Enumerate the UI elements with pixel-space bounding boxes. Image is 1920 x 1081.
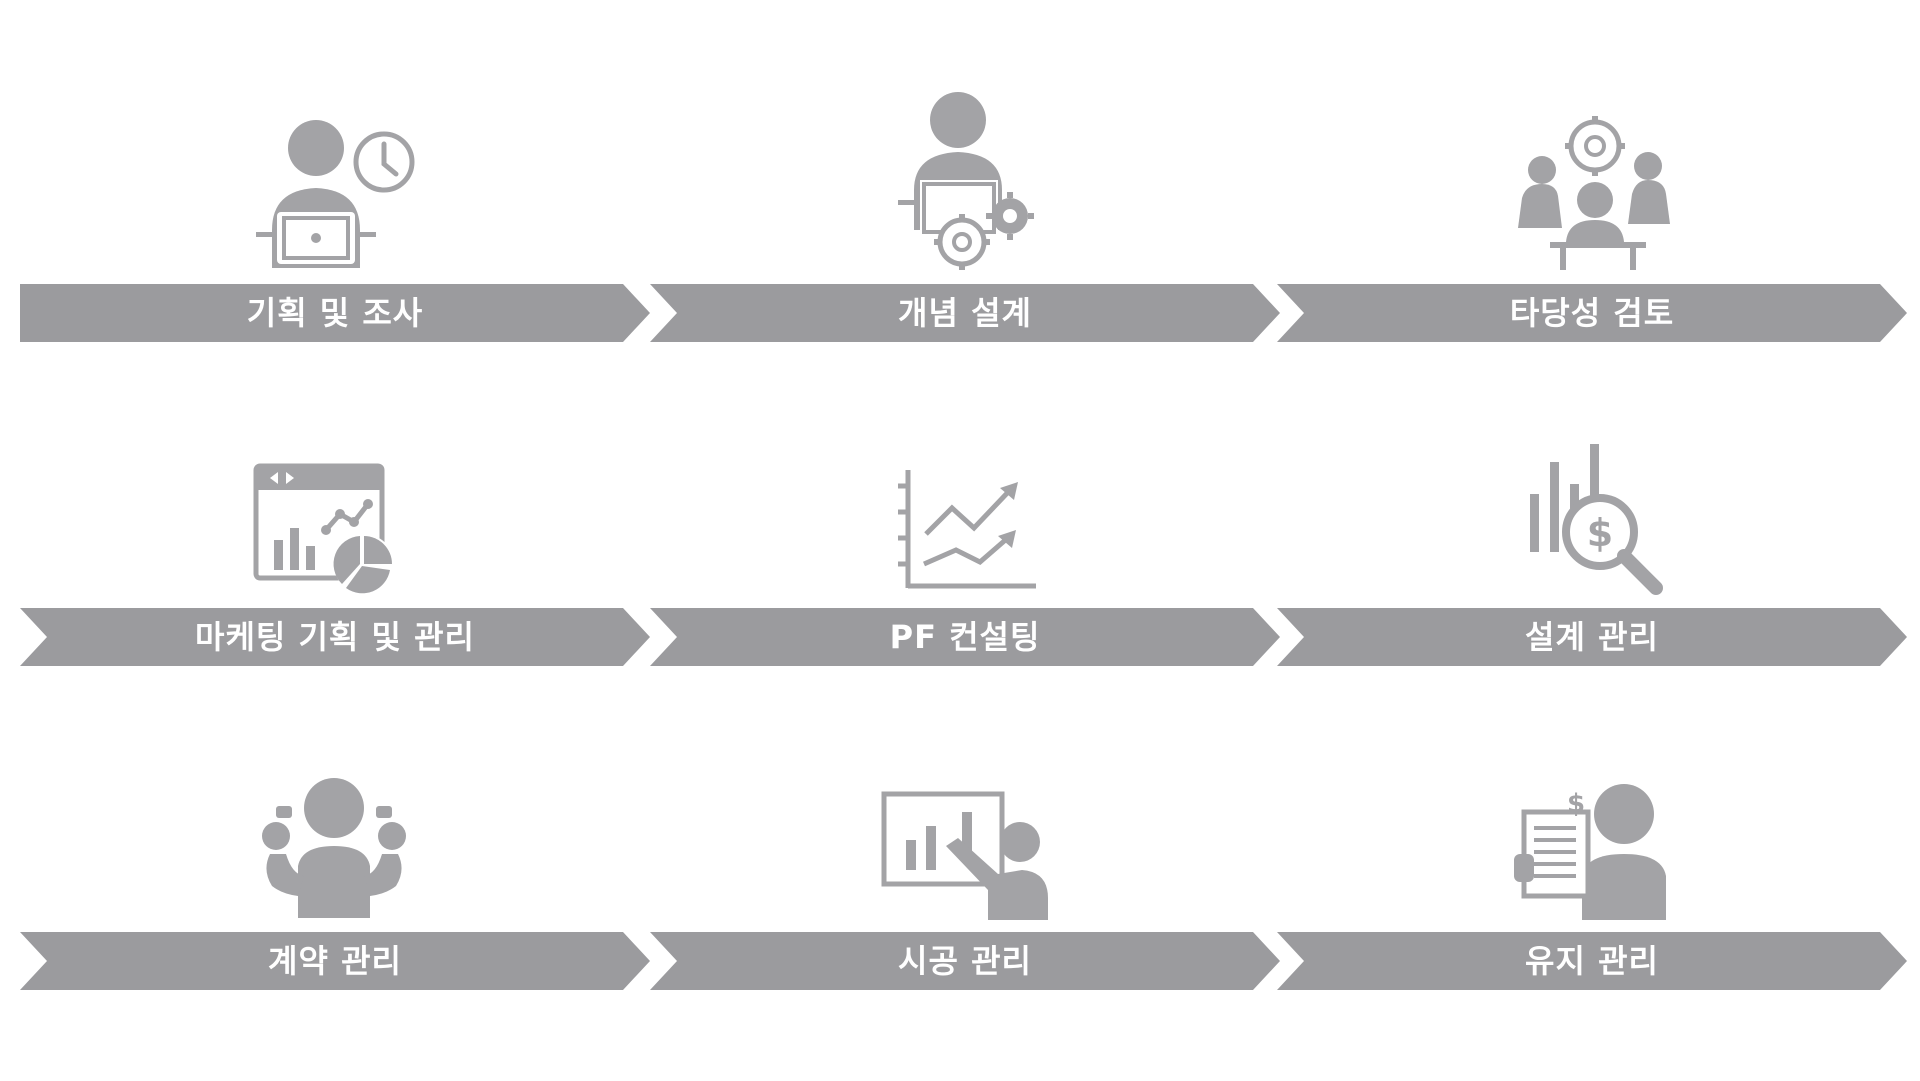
step-label: PF 컨설팅: [889, 618, 1041, 656]
svg-text:$: $: [1587, 511, 1613, 555]
person-invoice-dollar-icon: $: [1500, 784, 1700, 984]
step-label: 설계 관리: [1525, 618, 1659, 656]
bar-chart-dollar-search-icon: $: [1520, 440, 1720, 640]
person-hands-icon: [242, 770, 442, 970]
svg-text:$: $: [1567, 789, 1585, 819]
step-label: 개념 설계: [898, 294, 1032, 332]
step-arrow: 기획 및 조사: [20, 284, 650, 342]
person-gears-icon: [862, 80, 1062, 280]
step-arrow: 개념 설계: [650, 284, 1280, 342]
meeting-gear-icon: [1492, 92, 1692, 292]
step-label: 타당성 검토: [1509, 294, 1675, 332]
growth-chart-icon: [880, 458, 1080, 658]
step-label: 계약 관리: [268, 942, 402, 980]
step-label: 마케팅 기획 및 관리: [195, 618, 475, 656]
step-arrow: 설계 관리: [1277, 608, 1907, 666]
step-label: 유지 관리: [1525, 942, 1659, 980]
presenter-board-icon: [872, 784, 1072, 984]
step-arrow: 유지 관리: [1277, 932, 1907, 990]
step-label: 기획 및 조사: [246, 294, 424, 332]
step-arrow: PF 컨설팅: [650, 608, 1280, 666]
step-arrow: 계약 관리: [20, 932, 650, 990]
step-label: 시공 관리: [898, 942, 1032, 980]
step-arrow: 시공 관리: [650, 932, 1280, 990]
person-laptop-clock-icon: [232, 80, 432, 280]
browser-analytics-icon: [242, 452, 442, 652]
step-arrow: 마케팅 기획 및 관리: [20, 608, 650, 666]
step-arrow: 타당성 검토: [1277, 284, 1907, 342]
